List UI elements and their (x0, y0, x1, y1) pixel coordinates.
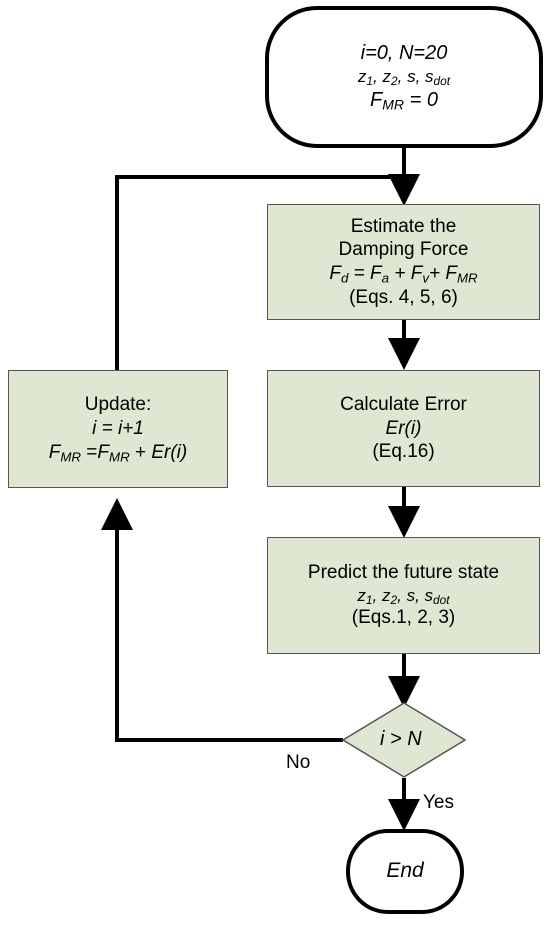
estimate-line-2: Damping Force (338, 239, 469, 261)
calculate-error-box: Calculate Error Er(i) (Eq.16) (267, 370, 540, 487)
start-line-1: i=0, N=20 (360, 42, 448, 65)
end-label: End (386, 859, 424, 883)
predict-vars: z1, z2, s, sdot (357, 585, 450, 607)
end-terminal: End (346, 829, 464, 914)
decision-diamond (341, 702, 467, 778)
start-terminal: i=0, N=20 z1, z2, s, sdot FMR = 0 (265, 6, 543, 148)
estimate-ref: (Eqs. 4, 5, 6) (349, 286, 458, 308)
estimate-line-1: Estimate the (350, 215, 457, 237)
no-label: No (286, 752, 311, 773)
line-update-to-loop (115, 175, 404, 370)
calculate-ref: (Eq.16) (372, 441, 435, 463)
start-fmr: FMR = 0 (370, 88, 438, 113)
start-vars: z1, z2, s, sdot (357, 67, 451, 89)
predict-future-state-box: Predict the future state z1, z2, s, sdot… (267, 537, 540, 654)
update-line-2: i = i+1 (92, 418, 144, 440)
decision-label: i > N (380, 728, 422, 750)
estimate-damping-force-box: Estimate the Damping Force Fd = Fa + Fv+… (267, 204, 540, 320)
predict-ref: (Eqs.1, 2, 3) (351, 607, 456, 629)
calculate-line-1: Calculate Error (340, 393, 467, 415)
calculate-line-2: Er(i) (385, 417, 422, 439)
update-equation: FMR =FMR + Er(i) (48, 441, 188, 465)
predict-line-1: Predict the future state (307, 562, 500, 584)
update-line-1: Update: (84, 394, 152, 416)
yes-label: Yes (423, 792, 454, 813)
estimate-equation: Fd = Fa + Fv+ FMR (329, 263, 478, 286)
arrow-decision-to-update (101, 498, 343, 742)
update-box: Update: i = i+1 FMR =FMR + Er(i) (8, 370, 228, 488)
